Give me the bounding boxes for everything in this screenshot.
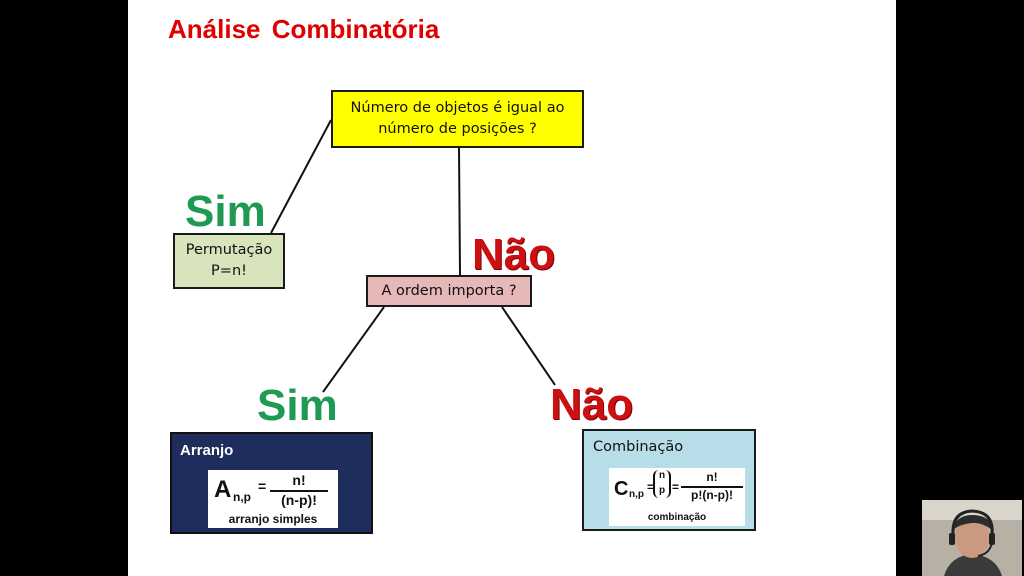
permutacao-box: Permutação P=n!	[173, 233, 285, 289]
permutacao-title: Permutação	[185, 242, 273, 258]
question-box-order-matters: A ordem importa ?	[366, 275, 532, 307]
combinacao-fraction-bar	[681, 486, 743, 488]
combinacao-equals-2: =	[672, 480, 680, 494]
combinacao-binom-close	[665, 470, 671, 498]
connector-q1-nao	[458, 147, 461, 276]
question-box-objects-positions: Número de objetos é igual ao número de p…	[331, 90, 584, 148]
arranjo-title: Arranjo	[180, 442, 234, 459]
label-nao-1: Não	[472, 230, 556, 279]
combinacao-binom-open	[653, 470, 659, 498]
combinacao-subscript: n,p	[629, 489, 644, 500]
connector-q2-nao	[501, 306, 556, 386]
combinacao-equals-1: =	[647, 480, 655, 494]
combinacao-caption: combinação	[647, 512, 707, 523]
arranjo-subscript: n,p	[233, 490, 251, 504]
arranjo-symbol: A	[214, 476, 232, 503]
label-sim-1: Sim	[185, 187, 266, 236]
label-nao-2: Não	[550, 380, 634, 429]
combinacao-title: Combinação	[593, 439, 684, 455]
webcam-overlay	[922, 500, 1022, 576]
permutacao-formula: P=n!	[211, 263, 247, 279]
arranjo-numerator: n!	[292, 472, 306, 488]
combinacao-box: Combinação C n,p = n p = n! p!(n-p)! com…	[582, 429, 756, 531]
combinacao-numerator: n!	[706, 470, 718, 484]
arranjo-fraction-bar	[270, 490, 328, 492]
slide-title: Análise Combinatória	[168, 14, 440, 44]
arranjo-equals: =	[258, 478, 267, 494]
connector-q2-sim	[322, 306, 385, 393]
label-sim-2: Sim	[257, 381, 338, 430]
combinacao-formula: C n,p = n p = n! p!(n-p)! combinação	[609, 468, 745, 526]
arranjo-box: Arranjo A n,p = n! (n-p)! arranjo simple…	[170, 432, 373, 534]
arranjo-formula: A n,p = n! (n-p)! arranjo simples	[208, 470, 338, 528]
combinacao-symbol: C	[614, 478, 629, 500]
arranjo-caption: arranjo simples	[228, 512, 318, 526]
combinacao-binom-bottom: p	[659, 485, 666, 496]
connector-lines	[270, 119, 556, 393]
combinacao-denominator: p!(n-p)!	[691, 488, 733, 502]
person-with-headset-icon	[922, 500, 1022, 576]
connector-q1-sim	[270, 119, 332, 234]
arranjo-denominator: (n-p)!	[281, 492, 317, 508]
combinacao-binom-top: n	[659, 470, 666, 481]
slide: Análise Combinatória Número de objetos é…	[128, 0, 896, 576]
